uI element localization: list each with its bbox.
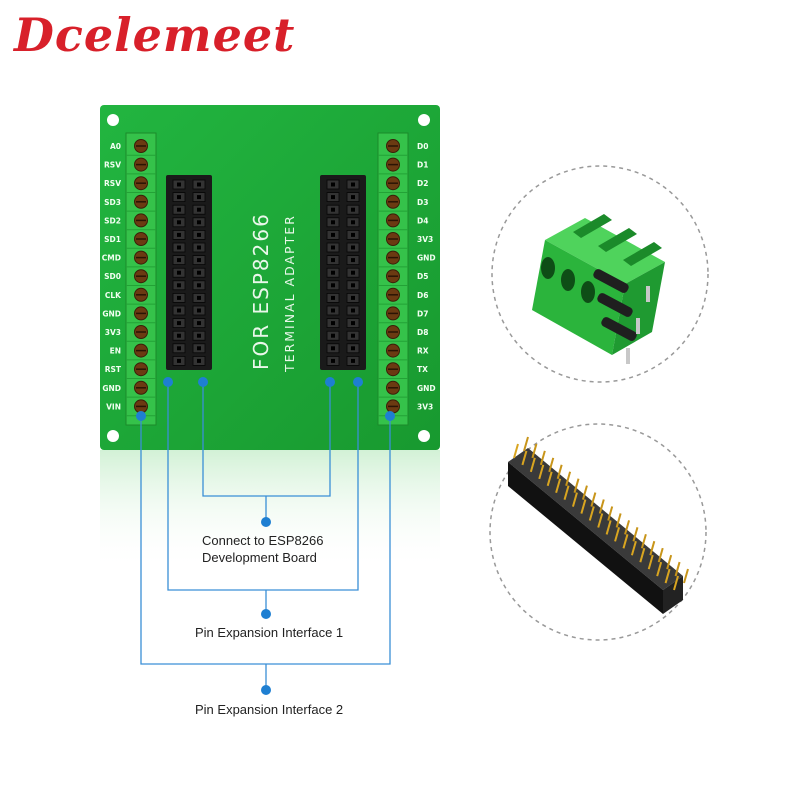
right-terminal-block xyxy=(377,132,409,426)
connect-label-line1: Connect to ESP8266 xyxy=(202,533,324,548)
pin-label: GND xyxy=(417,384,436,393)
mount-hole xyxy=(107,114,119,126)
pin-label: D4 xyxy=(417,216,428,225)
pin-label: D7 xyxy=(417,309,428,318)
pin-label: D8 xyxy=(417,328,428,337)
terminal-block-closeup xyxy=(532,214,665,364)
pin-label: GND xyxy=(102,309,121,318)
pin-expansion-1-label: Pin Expansion Interface 1 xyxy=(195,625,344,640)
pin-label: RX xyxy=(417,347,429,356)
pin-label: VIN xyxy=(106,402,121,411)
pin-label: RSV xyxy=(104,179,121,188)
pin-label: D2 xyxy=(417,179,428,188)
pin-label: D5 xyxy=(417,272,428,281)
pin-label: RSV xyxy=(104,161,121,170)
board-title: FOR ESP8266 xyxy=(249,212,273,370)
pin-label: D1 xyxy=(417,161,428,170)
mount-hole xyxy=(418,114,430,126)
left-terminal-block xyxy=(125,132,157,426)
pin-label: TX xyxy=(417,365,428,374)
pin-label: SD3 xyxy=(104,198,121,207)
pin-label: D3 xyxy=(417,198,428,207)
female-header-closeup xyxy=(508,436,689,614)
pin-label: 3V3 xyxy=(105,328,121,337)
pin-label: SD1 xyxy=(104,235,121,244)
pin-label: D0 xyxy=(417,142,428,151)
board-reflection xyxy=(100,450,440,570)
pin-label: EN xyxy=(110,347,121,356)
pin-label: 3V3 xyxy=(417,235,433,244)
board-subtitle: TERMINAL ADAPTER xyxy=(282,214,297,373)
callout-dots xyxy=(136,377,395,695)
pin-label: A0 xyxy=(110,142,121,151)
connect-label-line2: Development Board xyxy=(202,550,317,565)
pin-expansion-2-label: Pin Expansion Interface 2 xyxy=(195,702,344,717)
mount-hole xyxy=(418,430,430,442)
pin-label: SD0 xyxy=(104,272,121,281)
pin-label: CMD xyxy=(102,254,121,263)
mount-hole xyxy=(107,430,119,442)
right-female-header xyxy=(320,175,366,370)
pin-label: CLK xyxy=(105,291,122,300)
left-female-header xyxy=(166,175,212,370)
pin-label: SD2 xyxy=(104,216,121,225)
connect-label: Connect to ESP8266 Development Board xyxy=(202,532,323,566)
pin-label: GND xyxy=(417,254,436,263)
pin-label: D6 xyxy=(417,291,428,300)
pin-label: GND xyxy=(102,384,121,393)
pin-label: RST xyxy=(105,365,122,374)
callout-lines xyxy=(140,382,391,690)
brand-logo: Dcelemeet xyxy=(14,8,296,62)
pin-label: 3V3 xyxy=(417,402,433,411)
